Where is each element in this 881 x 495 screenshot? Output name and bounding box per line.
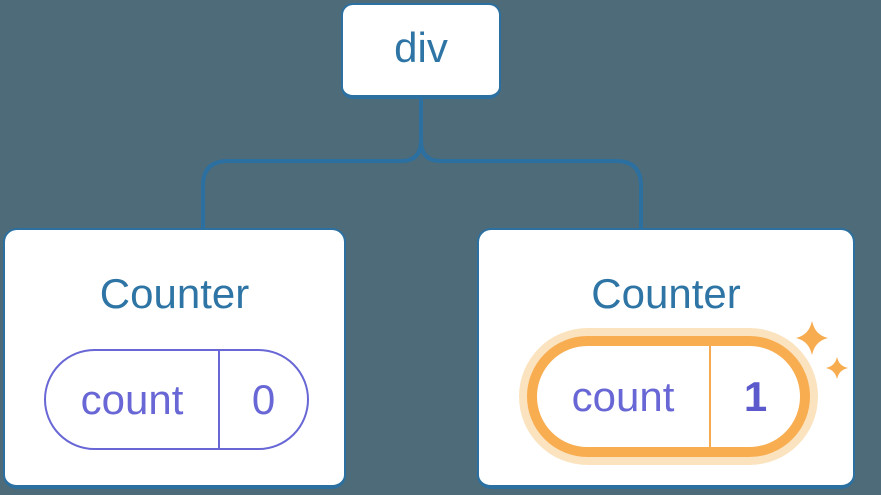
state-value-label: 0 [251, 375, 276, 423]
root-node-div: div [341, 3, 501, 99]
state-pill-highlighted: count 1 [527, 336, 810, 457]
state-value-cell: 1 [709, 346, 800, 447]
state-key-label: count [80, 375, 184, 423]
counter-card-left: Counter count 0 [3, 228, 346, 489]
connector-right-branch [419, 99, 643, 228]
state-key-cell: count [46, 351, 218, 448]
connector-left-branch [201, 99, 423, 228]
root-node-label: div [394, 24, 448, 71]
state-pill: count 0 [44, 349, 309, 450]
state-value-cell: 0 [218, 351, 307, 448]
counter-card-right: Counter count 1 [477, 228, 855, 489]
component-title: Counter [591, 270, 741, 317]
state-key-cell: count [537, 346, 709, 447]
state-value-label: 1 [743, 372, 768, 420]
component-title: Counter [99, 270, 250, 317]
state-key-label: count [571, 372, 675, 420]
